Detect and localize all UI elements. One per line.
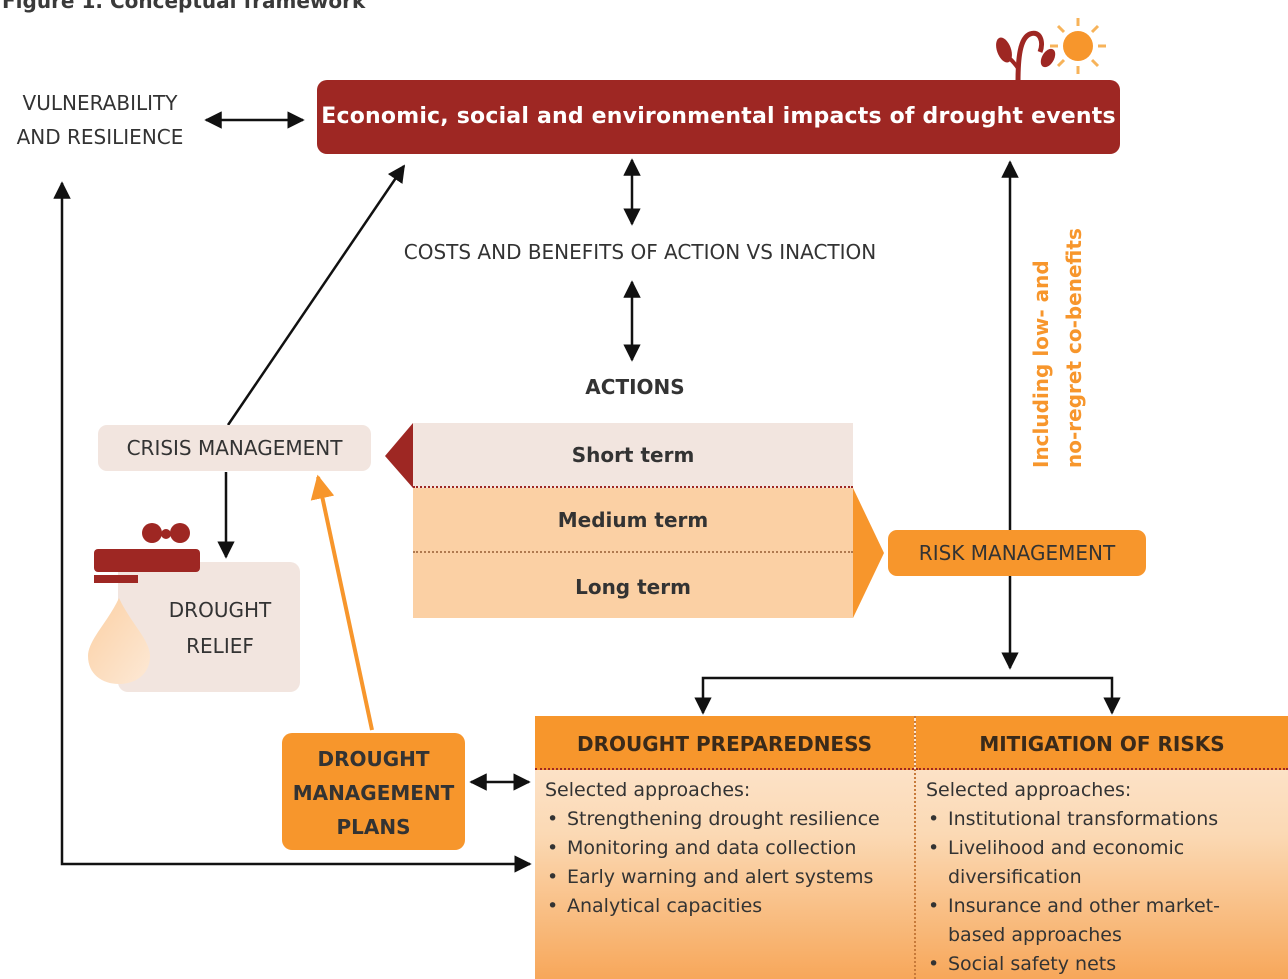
- medium-term-band: Medium term: [413, 488, 853, 553]
- list-item: Analytical capacities: [545, 892, 880, 921]
- list-item: Social safety nets: [926, 950, 1246, 979]
- vulnerability-label: VULNERABILITY AND RESILIENCE: [0, 86, 200, 154]
- drought-relief-line-1: DROUGHT: [168, 598, 272, 622]
- drought-relief-box: [118, 562, 300, 692]
- mitigation-title: MITIGATION OF RISKS: [916, 716, 1288, 770]
- crisis-impacts-arrow: [226, 164, 406, 426]
- people-icon: [94, 523, 200, 583]
- plans-line-2: MANAGEMENT: [292, 781, 455, 805]
- wilted-plant-icon: [996, 30, 1056, 83]
- drought-relief-label: DROUGHT RELIEF: [150, 592, 290, 664]
- preparedness-title: DROUGHT PREPAREDNESS: [535, 716, 914, 770]
- costs-benefits-label: COSTS AND BENEFITS OF ACTION VS INACTION: [403, 240, 877, 264]
- water-drop-icon: [88, 598, 150, 684]
- drought-relief-line-2: RELIEF: [186, 634, 254, 658]
- co-benefits-line-2: no-regret co-benefits: [1062, 228, 1086, 468]
- figure-title: Figure 1. Conceptual framework: [2, 0, 366, 13]
- plans-line-3: PLANS: [336, 815, 411, 839]
- vulnerability-line-1: VULNERABILITY: [22, 91, 178, 115]
- crisis-management-box: CRISIS MANAGEMENT: [98, 425, 371, 471]
- actions-label: ACTIONS: [585, 375, 685, 399]
- list-item: Institutional transformations: [926, 805, 1246, 834]
- mitigation-intro: Selected approaches:: [926, 779, 1132, 801]
- sun-icon: [1050, 18, 1106, 74]
- vulnerability-line-2: AND RESILIENCE: [16, 125, 184, 149]
- preparedness-intro: Selected approaches:: [545, 779, 751, 801]
- list-item: Strengthening drought resilience: [545, 805, 880, 834]
- list-item: Insurance and other market-based approac…: [926, 892, 1246, 950]
- list-item: Early warning and alert systems: [545, 863, 880, 892]
- plans-crisis-arrow: [310, 474, 374, 731]
- list-item: Monitoring and data collection: [545, 834, 880, 863]
- drought-management-plans-box: DROUGHT MANAGEMENT PLANS: [282, 733, 465, 850]
- preparedness-approaches: Selected approaches: Strengthening droug…: [545, 776, 880, 921]
- medium-long-arrowhead: [853, 488, 884, 618]
- risk-management-box: RISK MANAGEMENT: [888, 530, 1146, 576]
- plans-line-1: DROUGHT: [317, 747, 430, 771]
- panels-split-line: [694, 676, 1121, 715]
- long-term-band: Long term: [413, 553, 853, 618]
- mitigation-approaches: Selected approaches: Institutional trans…: [926, 776, 1246, 979]
- co-benefits-line-1: Including low- and: [1029, 260, 1053, 468]
- list-item: Livelihood and economic diversification: [926, 834, 1246, 892]
- impacts-banner: Economic, social and environmental impac…: [317, 80, 1120, 154]
- wilted-plant-sun-icon: [996, 18, 1106, 83]
- feedback-loop-arrow: [53, 181, 532, 873]
- drought-preparedness-panel: DROUGHT PREPAREDNESS Selected approaches…: [535, 716, 914, 979]
- co-benefits-label: Including low- and no-regret co-benefits: [1025, 228, 1091, 468]
- short-term-band: Short term: [413, 423, 853, 488]
- mitigation-of-risks-panel: MITIGATION OF RISKS Selected approaches:…: [914, 716, 1288, 979]
- short-term-arrowhead: [385, 423, 413, 488]
